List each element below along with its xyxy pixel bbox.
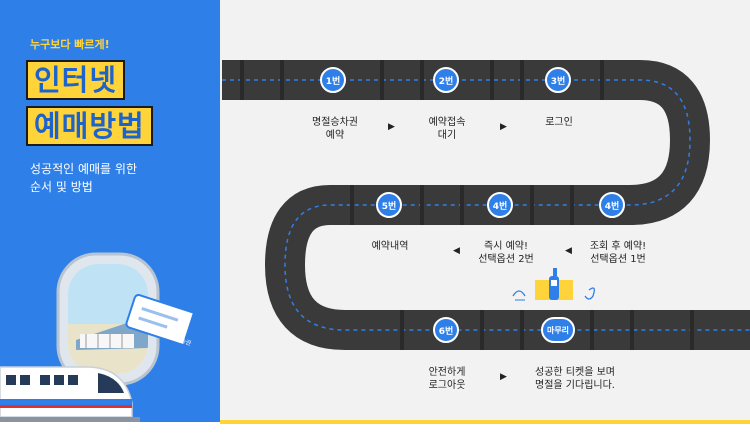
step-label-finish: 성공한 티켓을 보며 명절을 기다립니다. <box>535 367 615 391</box>
step-badge-3: 3번 <box>545 67 571 93</box>
arrow-right-icon: ▶ <box>500 122 507 132</box>
airplane-window-illustration <box>56 252 216 386</box>
step-label-5: 예약내역 <box>371 241 409 252</box>
floor-accent-line <box>220 420 750 424</box>
arrow-right-icon: ▶ <box>388 122 395 132</box>
step-badge-2: 2번 <box>433 67 459 93</box>
promo-panel: 누구보다 빠르게! 인터넷 예매방법 성공적인 예매를 위한 순서 및 방법 탑… <box>0 0 220 440</box>
step-badge-6: 6번 <box>433 317 459 343</box>
ticket-marker-icon <box>512 268 595 301</box>
page-title-line1: 인터넷 <box>26 60 126 100</box>
floor <box>0 422 750 440</box>
step-badge-1: 1번 <box>320 67 346 93</box>
step-label-4a: 조회 후 예약! 선택옵션 1번 <box>589 241 647 265</box>
train-illustration <box>0 366 140 423</box>
step-label-1: 명절승차권 예약 <box>312 117 358 141</box>
arrow-left-icon: ◀ <box>565 246 572 256</box>
page-title-line2: 예매방법 <box>26 106 153 146</box>
step-label-2: 예약접속 대기 <box>428 117 466 141</box>
step-badge-4a: 4번 <box>599 192 625 218</box>
arrow-right-icon: ▶ <box>500 372 507 382</box>
step-badge-5: 5번 <box>376 192 402 218</box>
step-badge-finish: 마무리 <box>541 317 575 343</box>
step-label-3: 로그인 <box>545 117 573 128</box>
step-badge-4b: 4번 <box>487 192 513 218</box>
subtitle: 성공적인 예매를 위한 순서 및 방법 <box>30 162 137 194</box>
arrow-left-icon: ◀ <box>453 246 460 256</box>
tagline: 누구보다 빠르게! <box>30 38 110 51</box>
step-label-6: 안전하게 로그아웃 <box>428 367 466 391</box>
step-label-4b: 즉시 예약! 선택옵션 2번 <box>478 241 534 265</box>
